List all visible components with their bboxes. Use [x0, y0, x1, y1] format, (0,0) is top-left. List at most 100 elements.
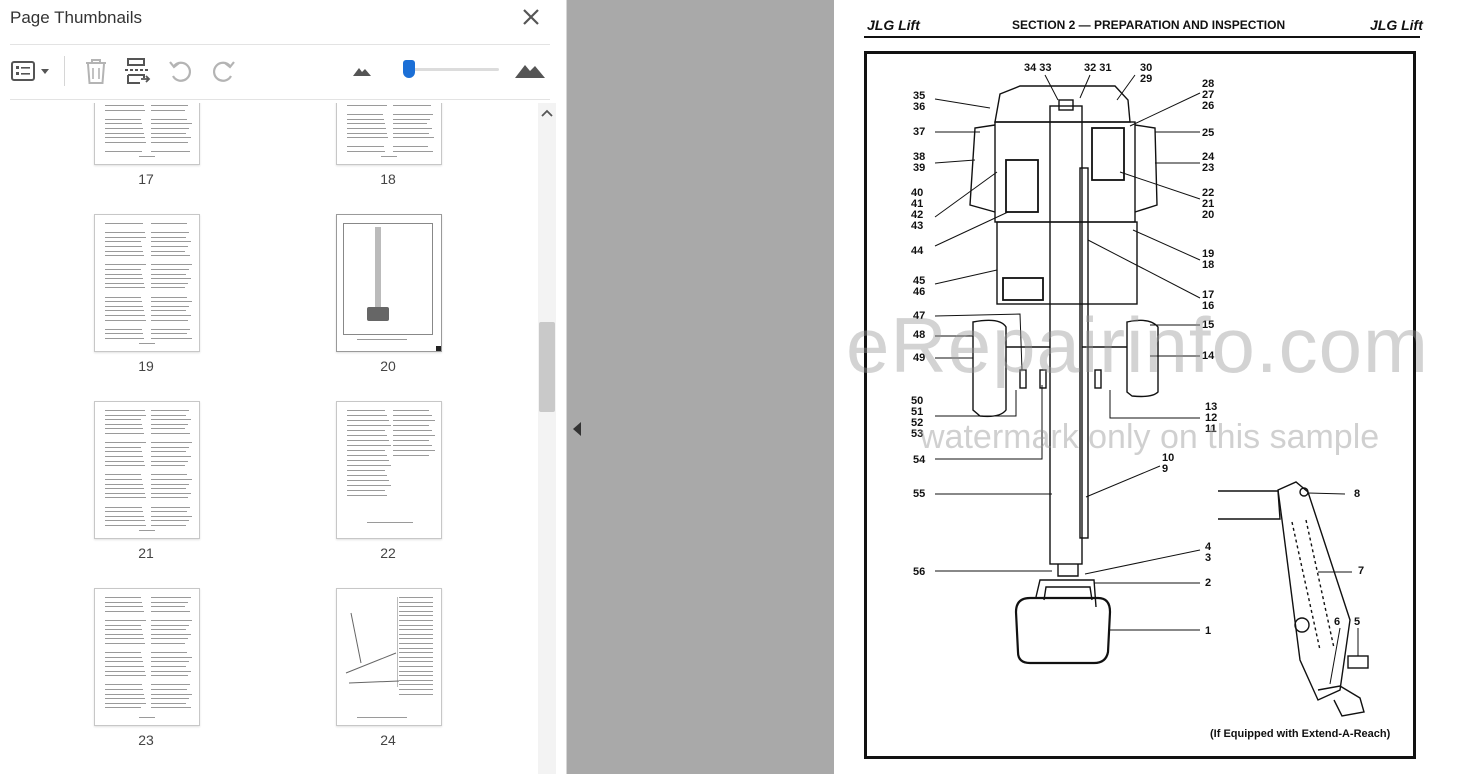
thumb-text-line — [393, 114, 433, 116]
thumb-text-line — [399, 601, 433, 603]
thumb-text-line — [347, 114, 383, 116]
extract-pages-icon — [125, 58, 151, 84]
page-number-label: 18 — [380, 171, 396, 187]
thumb-text-line — [105, 511, 143, 513]
page-thumbnail[interactable] — [336, 214, 442, 352]
thumb-text-line — [399, 629, 433, 631]
thumb-text-line — [139, 156, 155, 157]
callout-50-53: 50 51 52 53 — [911, 395, 924, 440]
thumb-text-line — [151, 497, 188, 499]
thumb-text-line — [151, 643, 185, 644]
extract-pages-button[interactable] — [122, 56, 152, 86]
thumb-text-line — [105, 109, 145, 111]
page-thumbnail[interactable] — [94, 103, 200, 165]
page-thumbnail[interactable] — [336, 588, 442, 726]
thumb-diagram-lines — [345, 612, 400, 684]
callout-56: 56 — [913, 566, 926, 578]
thumb-text-line — [347, 123, 385, 125]
thumb-text-line — [151, 278, 191, 280]
thumbnail-scrollbar[interactable] — [538, 103, 556, 774]
callout-24-23: 24 23 — [1202, 151, 1215, 174]
page-number-label: 19 — [138, 358, 154, 374]
callout-49: 49 — [913, 352, 926, 364]
thumb-text-line — [151, 301, 192, 303]
close-panel-button[interactable] — [518, 4, 544, 30]
thumb-text-line — [393, 151, 433, 152]
callout-7: 7 — [1358, 565, 1365, 577]
thumb-text-line — [399, 647, 433, 649]
thumb-text-line — [151, 132, 186, 134]
thumb-text-line — [399, 661, 433, 663]
page-thumbnail[interactable] — [94, 401, 200, 539]
thumb-text-line — [151, 310, 186, 312]
callout-34-33: 34 33 — [1024, 62, 1052, 74]
figure-caption: (If Equipped with Extend-A-Reach) — [1210, 728, 1391, 740]
thumb-text-line — [151, 661, 189, 663]
rotate-clockwise-button[interactable] — [208, 56, 238, 86]
thumb-text-line — [151, 698, 189, 700]
scrollbar-thumb[interactable] — [539, 322, 555, 412]
thumb-text-line — [399, 624, 433, 626]
thumb-text-line — [105, 301, 142, 303]
mountain-small-icon[interactable] — [352, 64, 372, 78]
thumb-text-line — [105, 446, 141, 448]
thumb-text-line — [393, 415, 432, 416]
page-thumbnail[interactable] — [336, 401, 442, 539]
slider-handle[interactable] — [403, 60, 415, 78]
thumb-text-line — [381, 156, 397, 157]
list-options-icon — [11, 61, 49, 81]
thumb-text-line — [105, 273, 142, 275]
thumb-text-line — [105, 488, 144, 490]
thumb-text-line — [105, 118, 141, 120]
thumb-diagram — [343, 223, 433, 335]
thumb-text-line — [105, 483, 143, 485]
thumb-text-line — [151, 606, 185, 608]
page-thumbnail[interactable] — [94, 214, 200, 352]
thumb-text-line — [393, 118, 430, 120]
thumb-text-line — [105, 479, 142, 480]
page-number-label: 21 — [138, 545, 154, 561]
callout-45-46: 45 46 — [913, 275, 926, 298]
thumbnail-options-button[interactable] — [10, 56, 54, 86]
thumb-text-line — [151, 123, 192, 125]
thumb-text-line — [105, 515, 144, 517]
thumbnail-size-slider[interactable] — [403, 60, 499, 78]
thumb-text-line — [105, 497, 146, 499]
thumb-text-line — [393, 420, 435, 421]
collapse-panel-icon[interactable] — [571, 420, 583, 438]
thumb-text-line — [393, 425, 429, 426]
thumb-text-line — [105, 474, 141, 476]
thumb-text-line — [151, 141, 188, 143]
thumb-text-line — [151, 707, 191, 709]
thumb-text-line — [151, 610, 190, 612]
page-thumbnail[interactable] — [94, 588, 200, 726]
delete-pages-button[interactable] — [82, 56, 110, 86]
thumb-text-line — [105, 525, 146, 526]
callout-40-43: 40 41 42 43 — [911, 187, 924, 232]
thumb-text-line — [105, 629, 142, 631]
mountain-large-icon[interactable] — [514, 60, 546, 80]
scroll-up-icon[interactable] — [541, 108, 553, 118]
thumb-text-line — [151, 601, 188, 603]
divider — [10, 99, 550, 100]
thumb-text-line — [393, 137, 434, 139]
thumb-text-line — [105, 675, 146, 677]
callout-19-18: 19 18 — [1202, 248, 1215, 271]
page-thumbnail[interactable] — [336, 103, 442, 165]
thumb-text-line — [105, 656, 142, 658]
rotate-counterclockwise-button[interactable] — [166, 56, 196, 86]
header-logo-right: JLG Lift — [1370, 17, 1423, 33]
thumb-text-line — [347, 480, 389, 481]
thumb-text-line — [151, 433, 190, 434]
thumb-text-line — [151, 638, 188, 640]
thumb-text-line — [105, 128, 143, 129]
thumb-text-line — [399, 620, 433, 621]
thumb-text-line — [151, 109, 185, 111]
thumb-text-line — [105, 693, 144, 695]
thumb-text-line — [151, 296, 187, 298]
thumb-text-line — [105, 670, 145, 672]
thumb-text-line — [151, 246, 188, 247]
thumb-text-line — [139, 717, 155, 718]
thumb-text-line — [105, 689, 143, 690]
